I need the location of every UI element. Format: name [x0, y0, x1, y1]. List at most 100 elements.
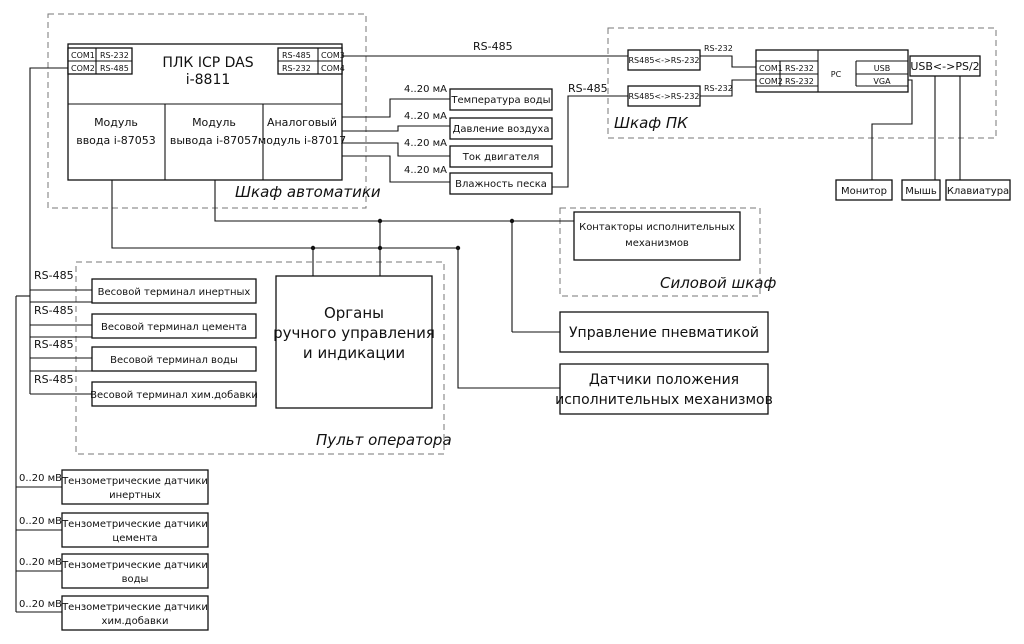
operator-panel-label: Пульт оператора	[316, 431, 452, 449]
converter-2-label: RS485<->RS-232	[629, 92, 700, 101]
converter-1	[627, 49, 701, 71]
sensor-motor-current: Ток двигателя	[462, 152, 540, 163]
power-cabinet-label: Силовой шкаф	[660, 274, 776, 292]
tenso-signal-3: 0..20 мВ	[19, 557, 62, 568]
rs485-label-w2: RS-485	[34, 304, 74, 317]
tenso-cement-line1: Тензометрические датчики	[61, 519, 208, 530]
mouse-box	[901, 179, 941, 201]
plc-port-com4: COM4	[321, 64, 345, 73]
signal-label-2: 4..20 мА	[404, 111, 447, 122]
tenso-inert-line1: Тензометрические датчики	[61, 476, 208, 487]
pc-port-com1: COM1	[759, 64, 783, 73]
usb-ps2-adapter	[909, 55, 981, 77]
tenso-additive-line2: хим.добавки	[102, 616, 169, 627]
pc-usb-port: USB	[874, 64, 890, 73]
pneumatics-box	[559, 311, 769, 353]
plc-port-com2: COM2	[71, 64, 95, 73]
contactors-box	[573, 211, 741, 261]
analog-module-line1: Аналоговый	[267, 116, 337, 129]
rs485-label-w3: RS-485	[34, 338, 74, 351]
pc-cabinet-frame	[607, 27, 997, 139]
position-sensors-box	[559, 363, 769, 415]
pc-port-com2: COM2	[759, 77, 783, 86]
signal-label-4: 4..20 мА	[404, 165, 447, 176]
tenso-water-line1: Тензометрические датчики	[61, 560, 208, 571]
sensor-box-sand-humidity	[449, 172, 553, 195]
output-module-line2: вывода i-87057	[170, 134, 258, 147]
rs232-label-2: RS-232	[704, 84, 733, 93]
monitor-box	[835, 179, 893, 201]
plc-title-line2: i-8811	[186, 72, 231, 88]
sensor-air-pressure: Давление воздуха	[453, 124, 550, 135]
weighing-terminal-water: Весовой терминал воды	[110, 355, 238, 366]
manual-controls-line2: ручного управления	[273, 324, 435, 342]
tenso-water-box	[61, 553, 209, 589]
sensor-water-temp: Температура воды	[450, 95, 550, 106]
pc-port-com2-type: RS-232	[785, 77, 814, 86]
pc-port-com1-type: RS-232	[785, 64, 814, 73]
converter-1-label: RS485<->RS-232	[629, 56, 700, 65]
weighing-terminal-cement: Весовой терминал цемента	[101, 322, 247, 333]
input-module-line2: ввода i-87053	[76, 134, 156, 147]
weighing-terminal-cement-box	[91, 313, 257, 339]
plc-port-com1: COM1	[71, 51, 95, 60]
weighing-terminal-additive: Весовой терминал хим.добавки	[90, 390, 258, 401]
signal-label-3: 4..20 мА	[404, 138, 447, 149]
analog-module-line2: модуль i-87017	[258, 134, 346, 147]
pneumatics-label: Управление пневматикой	[569, 325, 759, 341]
plc-port-com4-type: RS-232	[282, 64, 311, 73]
tenso-cement-line2: цемента	[112, 533, 157, 544]
position-sensors-line1: Датчики положения	[589, 372, 739, 388]
main-bus	[111, 180, 574, 389]
tenso-inert-line2: инертных	[109, 490, 161, 501]
rs232-label-1: RS-232	[704, 44, 733, 53]
manual-controls-box	[275, 275, 433, 409]
keyboard-box	[945, 179, 1011, 201]
pc-cabinet-contents: RS485<->RS-232 RS485<->RS-232 RS-232 RS-…	[627, 44, 981, 107]
monitor-label: Монитор	[841, 186, 887, 197]
tenso-water-line2: воды	[122, 574, 149, 585]
rs485-label-w1: RS-485	[34, 269, 74, 282]
pc-block	[755, 49, 909, 93]
usb-ps2-label: USB<->PS/2	[910, 60, 979, 73]
tenso-additive-box	[61, 595, 209, 631]
keyboard-label: Клавиатура	[947, 186, 1009, 197]
rs485-label-top: RS-485	[473, 40, 513, 53]
tenso-additive-line1: Тензометрические датчики	[61, 602, 208, 613]
signal-label-1: 4..20 мА	[404, 84, 447, 95]
weighing-terminal-water-box	[91, 346, 257, 372]
plc-port-com2-type: RS-485	[100, 64, 129, 73]
rs485-link-sand	[552, 95, 628, 188]
automation-cabinet-frame	[47, 13, 367, 209]
sensor-sand-humidity: Влажность песка	[455, 179, 547, 190]
manual-controls-line3: и индикации	[303, 344, 405, 362]
plc-port-com1-type: RS-232	[100, 51, 129, 60]
output-module-line1: Модуль	[192, 116, 236, 129]
tenso-signal-2: 0..20 мВ	[19, 516, 62, 527]
automation-cabinet-label: Шкаф автоматики	[235, 183, 381, 201]
plc-port-com3: COM3	[321, 51, 345, 60]
rs485-label-w4: RS-485	[34, 373, 74, 386]
tenso-inert-box	[61, 469, 209, 505]
rs485-label-mid: RS-485	[568, 82, 608, 95]
power-cabinet-frame	[559, 207, 761, 297]
input-module-line1: Модуль	[94, 116, 138, 129]
plc-block: ПЛК ICP DAS i-8811 COM1 COM2 RS-232 RS-4…	[67, 43, 346, 181]
sensor-box-air-pressure	[449, 117, 553, 140]
peripherals-group: Монитор Мышь Клавиатура	[835, 76, 1011, 201]
contactors-line1: Контакторы исполнительных	[579, 222, 735, 233]
position-sensors-line2: исполнительных механизмов	[555, 392, 773, 408]
weighing-terminal-inert-box	[91, 278, 257, 304]
tenso-signal-1: 0..20 мВ	[19, 473, 62, 484]
weighing-terminal-inert: Весовой терминал инертных	[98, 287, 251, 298]
analog-sensor-group: Температура воды Давление воздуха Ток дв…	[342, 84, 553, 195]
mouse-label: Мышь	[905, 186, 937, 197]
manual-controls-line1: Органы	[324, 304, 384, 322]
plc-port-com3-type: RS-485	[282, 51, 311, 60]
contactors-line2: механизмов	[625, 238, 689, 249]
tenso-sensors-group: Тензометрические датчики инертных Тензом…	[16, 469, 209, 631]
pc-vga-port: VGA	[873, 77, 891, 86]
weighing-terminals-group: Весовой терминал инертных Весовой термин…	[15, 67, 258, 612]
plc-title-line1: ПЛК ICP DAS	[162, 55, 253, 71]
